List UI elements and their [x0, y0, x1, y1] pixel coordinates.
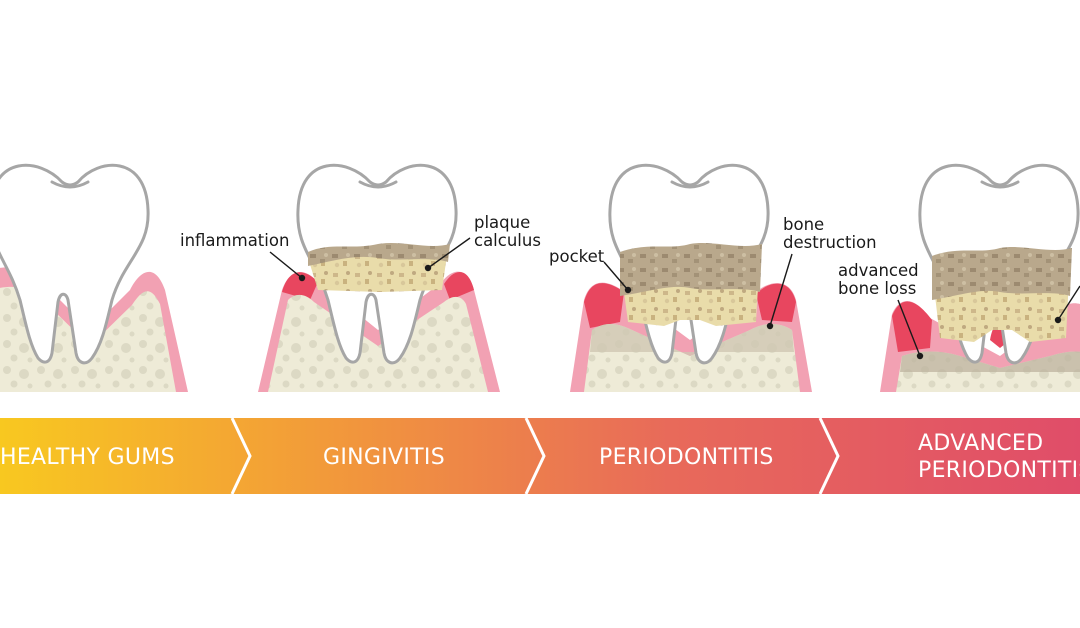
gingivitis-bone — [268, 294, 488, 392]
leader-right-edge — [1057, 285, 1080, 321]
banner-chevron-1 — [230, 417, 252, 495]
label-destruction: destruction — [783, 233, 877, 252]
leader-inflammation — [269, 251, 303, 279]
leader-dot-inflammation — [298, 274, 306, 282]
banner-chevron-2 — [524, 417, 546, 495]
periodontitis-calculus — [620, 243, 762, 296]
leader-pocket — [603, 261, 629, 291]
leader-plaque — [427, 237, 471, 269]
periodontitis-bone-dark — [590, 324, 794, 356]
advanced-tooth-groove — [980, 180, 1020, 189]
stage-label-advanced-line2: PERIODONTITIS — [918, 458, 1080, 483]
stage-label-healthy: HEALTHY GUMS — [0, 445, 175, 470]
stage-label-gingivitis: GINGIVITIS — [323, 445, 445, 470]
advanced-panel: advanced bone loss — [838, 163, 1080, 392]
gingivitis-panel: inflammation plaque calculus — [180, 163, 541, 392]
label-plaque: plaque — [474, 213, 530, 232]
leader-bone-loss — [897, 299, 921, 357]
stage-label-advanced-line1: ADVANCED — [918, 431, 1043, 456]
banner-background — [0, 418, 1080, 494]
gingivitis-tooth-groove — [358, 180, 398, 189]
leader-dot-bone-loss — [916, 352, 924, 360]
advanced-bone-dark — [900, 351, 1080, 372]
label-bone-loss: bone loss — [838, 279, 916, 298]
label-pocket: pocket — [549, 247, 605, 266]
label-inflammation: inflammation — [180, 231, 289, 250]
healthy-panel — [0, 163, 188, 392]
leader-dot-plaque — [424, 264, 432, 272]
label-bone: bone — [783, 215, 824, 234]
advanced-gum-inflamed-left — [892, 301, 932, 352]
periodontitis-panel: pocket bone destruction — [549, 163, 877, 392]
gingivitis-gum-inflamed-left — [282, 272, 318, 300]
gingivitis-gum-inflamed-right — [444, 271, 474, 300]
leader-dot-bone-destruction — [766, 322, 774, 330]
periodontitis-gum-inflamed-right — [756, 283, 796, 322]
label-advanced: advanced — [838, 261, 919, 280]
label-calculus: calculus — [474, 231, 541, 250]
stage-banner: HEALTHY GUMS GINGIVITIS PERIODONTITIS AD… — [0, 417, 1080, 495]
healthy-tooth-groove — [50, 180, 90, 189]
leader-dot-right-edge — [1054, 316, 1062, 324]
periodontitis-gum-inflamed-left — [584, 283, 624, 328]
gingivitis-calculus — [308, 243, 450, 266]
advanced-calculus — [932, 247, 1072, 300]
stage-label-periodontitis: PERIODONTITIS — [599, 445, 774, 470]
banner-chevron-3 — [818, 417, 840, 495]
leader-bone-destruction — [769, 253, 793, 327]
periodontitis-tooth-groove — [670, 180, 710, 189]
leader-dot-pocket — [624, 286, 632, 294]
